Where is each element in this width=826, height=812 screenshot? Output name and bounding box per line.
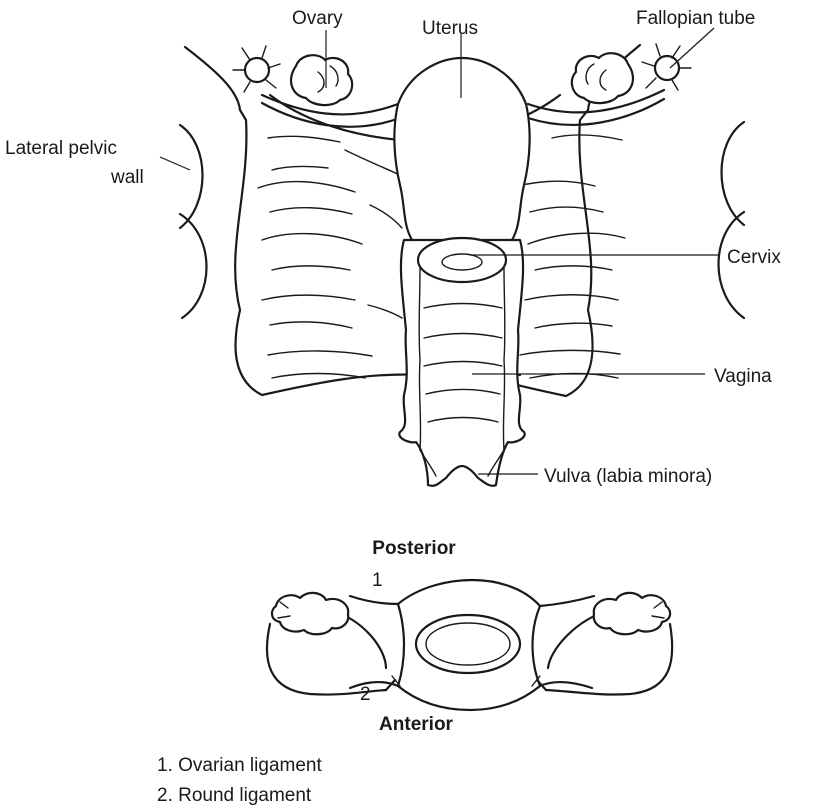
label-posterior: Posterior	[372, 538, 456, 559]
label-anterior: Anterior	[379, 714, 454, 735]
upper-diagram: Ovary Uterus Fallopian tube Lateral pelv…	[5, 8, 781, 487]
broad-ligament-left	[185, 47, 425, 395]
legend: 1. Ovarian ligament 2. Round ligament	[157, 755, 322, 806]
ovary-left	[291, 55, 352, 105]
marker-2: 2	[360, 684, 371, 705]
label-ovary: Ovary	[292, 8, 343, 29]
legend-item-2: 2. Round ligament	[157, 785, 312, 806]
label-vulva: Vulva (labia minora)	[544, 466, 712, 487]
label-lateral-pelvic-wall-1: Lateral pelvic	[5, 138, 117, 159]
uterus	[394, 58, 529, 246]
lower-diagram: Posterior Anterior	[267, 538, 672, 735]
label-cervix: Cervix	[727, 247, 781, 268]
legend-item-1: 1. Ovarian ligament	[157, 755, 322, 776]
label-uterus: Uterus	[422, 18, 478, 39]
ovary-right	[572, 53, 633, 103]
lateral-pelvic-wall-right	[719, 122, 745, 318]
marker-1: 1	[372, 570, 383, 591]
lateral-pelvic-wall-left	[180, 125, 207, 318]
uterus-cross-section	[398, 580, 540, 710]
label-lateral-pelvic-wall-2: wall	[110, 167, 144, 188]
ovary-left-cross-section	[272, 593, 348, 634]
cervix	[418, 238, 506, 282]
ovary-right-cross-section	[594, 593, 670, 634]
label-vagina: Vagina	[714, 366, 772, 387]
label-fallopian-tube: Fallopian tube	[636, 8, 755, 29]
